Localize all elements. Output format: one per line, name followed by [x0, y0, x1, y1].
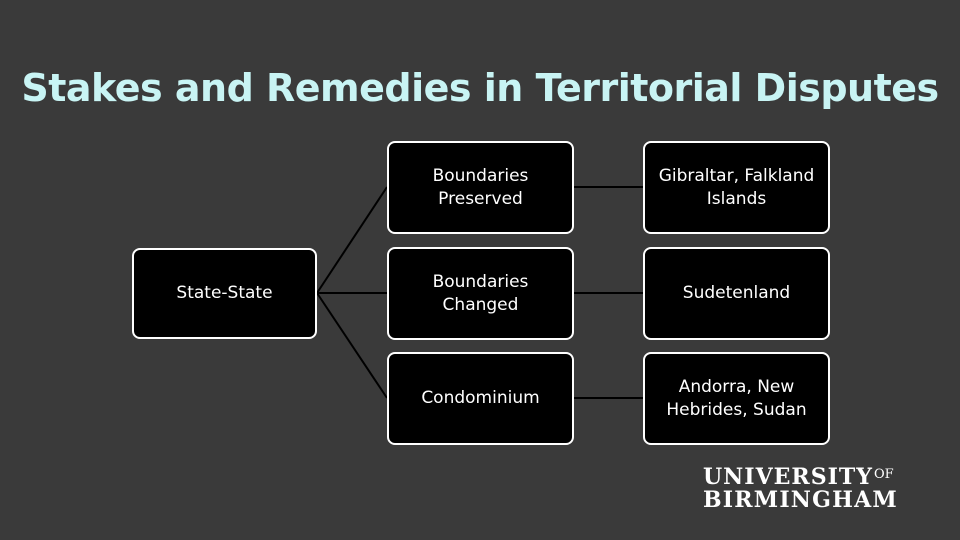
node-state-state-label: State-State	[176, 283, 273, 304]
logo-word-of: OF	[873, 467, 894, 482]
logo-line-university: UNIVERSITYOF	[703, 466, 923, 488]
node-boundaries-preserved: Boundaries Preserved	[387, 141, 574, 234]
node-condominium: Condominium	[387, 352, 574, 445]
node-boundaries-changed: Boundaries Changed	[387, 247, 574, 340]
node-state-state: State-State	[132, 248, 317, 339]
node-andorra-new-hebrides-sudan: Andorra, New Hebrides, Sudan	[643, 352, 830, 445]
node-sudetenland-label: Sudetenland	[682, 283, 791, 304]
node-condominium-label: Condominium	[421, 388, 540, 409]
university-of-birmingham-logo: UNIVERSITYOF BIRMINGHAM	[703, 466, 923, 511]
node-andorra-new-hebrides-sudan-label: Andorra, New Hebrides, Sudan	[666, 377, 807, 420]
connector-root-condominium	[316, 292, 388, 399]
node-gibraltar-falkland-islands-label: Gibraltar, Falkland Islands	[658, 166, 815, 209]
logo-word-university: UNIVERSITY	[703, 464, 873, 490]
node-sudetenland: Sudetenland	[643, 247, 830, 340]
slide-title: Stakes and Remedies in Territorial Dispu…	[21, 66, 939, 110]
node-gibraltar-falkland-islands: Gibraltar, Falkland Islands	[643, 141, 830, 234]
node-boundaries-preserved-label: Boundaries Preserved	[432, 166, 529, 209]
connector-root-boundaries-preserved	[316, 186, 388, 294]
node-boundaries-changed-label: Boundaries Changed	[432, 272, 529, 315]
logo-word-birmingham: BIRMINGHAM	[703, 487, 898, 513]
